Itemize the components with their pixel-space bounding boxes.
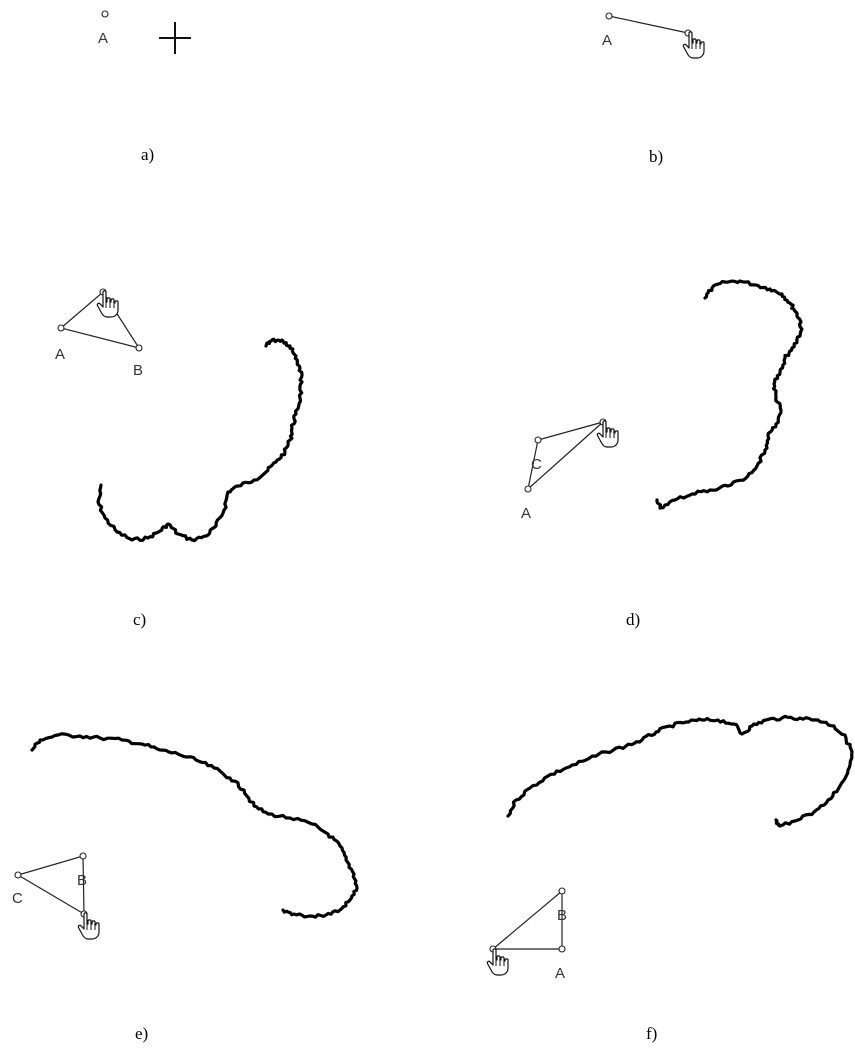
hand-cursor-icon xyxy=(486,948,509,976)
panel-b-caption: b) xyxy=(649,147,663,166)
point-a-label: A xyxy=(555,965,565,982)
segment-a-cursor xyxy=(608,15,689,34)
crosshair-cursor-icon xyxy=(159,22,191,54)
point-b-label: B xyxy=(133,362,143,379)
panel-c: A B c) xyxy=(55,288,304,629)
panel-a: A a) xyxy=(98,10,191,164)
control-triangle xyxy=(59,291,141,349)
point-b-vertex xyxy=(135,344,143,352)
point-a-label: A xyxy=(602,32,612,49)
point-a-vertex xyxy=(605,12,613,20)
point-a-label: A xyxy=(55,346,65,363)
point-c-label: C xyxy=(531,456,542,473)
panel-d-caption: d) xyxy=(626,610,640,629)
fractal-curve xyxy=(506,714,854,828)
control-triangle xyxy=(527,421,604,491)
fractal-curve xyxy=(96,337,304,543)
point-c-vertex xyxy=(534,436,542,444)
panel-e-caption: e) xyxy=(135,1024,148,1043)
point-a-label: A xyxy=(521,505,531,522)
panel-c-caption: c) xyxy=(133,610,146,629)
panel-e: C B e) xyxy=(12,732,359,1043)
point-a-label: A xyxy=(98,30,108,47)
point-b-vertex xyxy=(79,852,87,860)
control-triangle xyxy=(16,855,85,916)
point-b-label: B xyxy=(77,872,87,889)
fractal-curve xyxy=(30,732,359,919)
hand-cursor-icon xyxy=(77,912,100,940)
point-b-label: B xyxy=(557,907,567,924)
point-a-vertex xyxy=(101,10,109,18)
point-a-vertex xyxy=(524,485,532,493)
point-a-vertex xyxy=(57,324,65,332)
fractal-curve xyxy=(655,279,804,510)
point-b-vertex xyxy=(558,887,566,895)
point-c-vertex xyxy=(14,871,22,879)
control-triangle xyxy=(491,889,563,950)
panel-f-caption: f) xyxy=(646,1024,657,1043)
panel-a-caption: a) xyxy=(141,145,154,164)
point-c-label: C xyxy=(12,890,23,907)
panel-b: A b) xyxy=(602,12,705,166)
panel-f: B A f) xyxy=(486,714,854,1043)
point-a-vertex xyxy=(558,945,566,953)
panel-d: C A d) xyxy=(521,279,804,629)
